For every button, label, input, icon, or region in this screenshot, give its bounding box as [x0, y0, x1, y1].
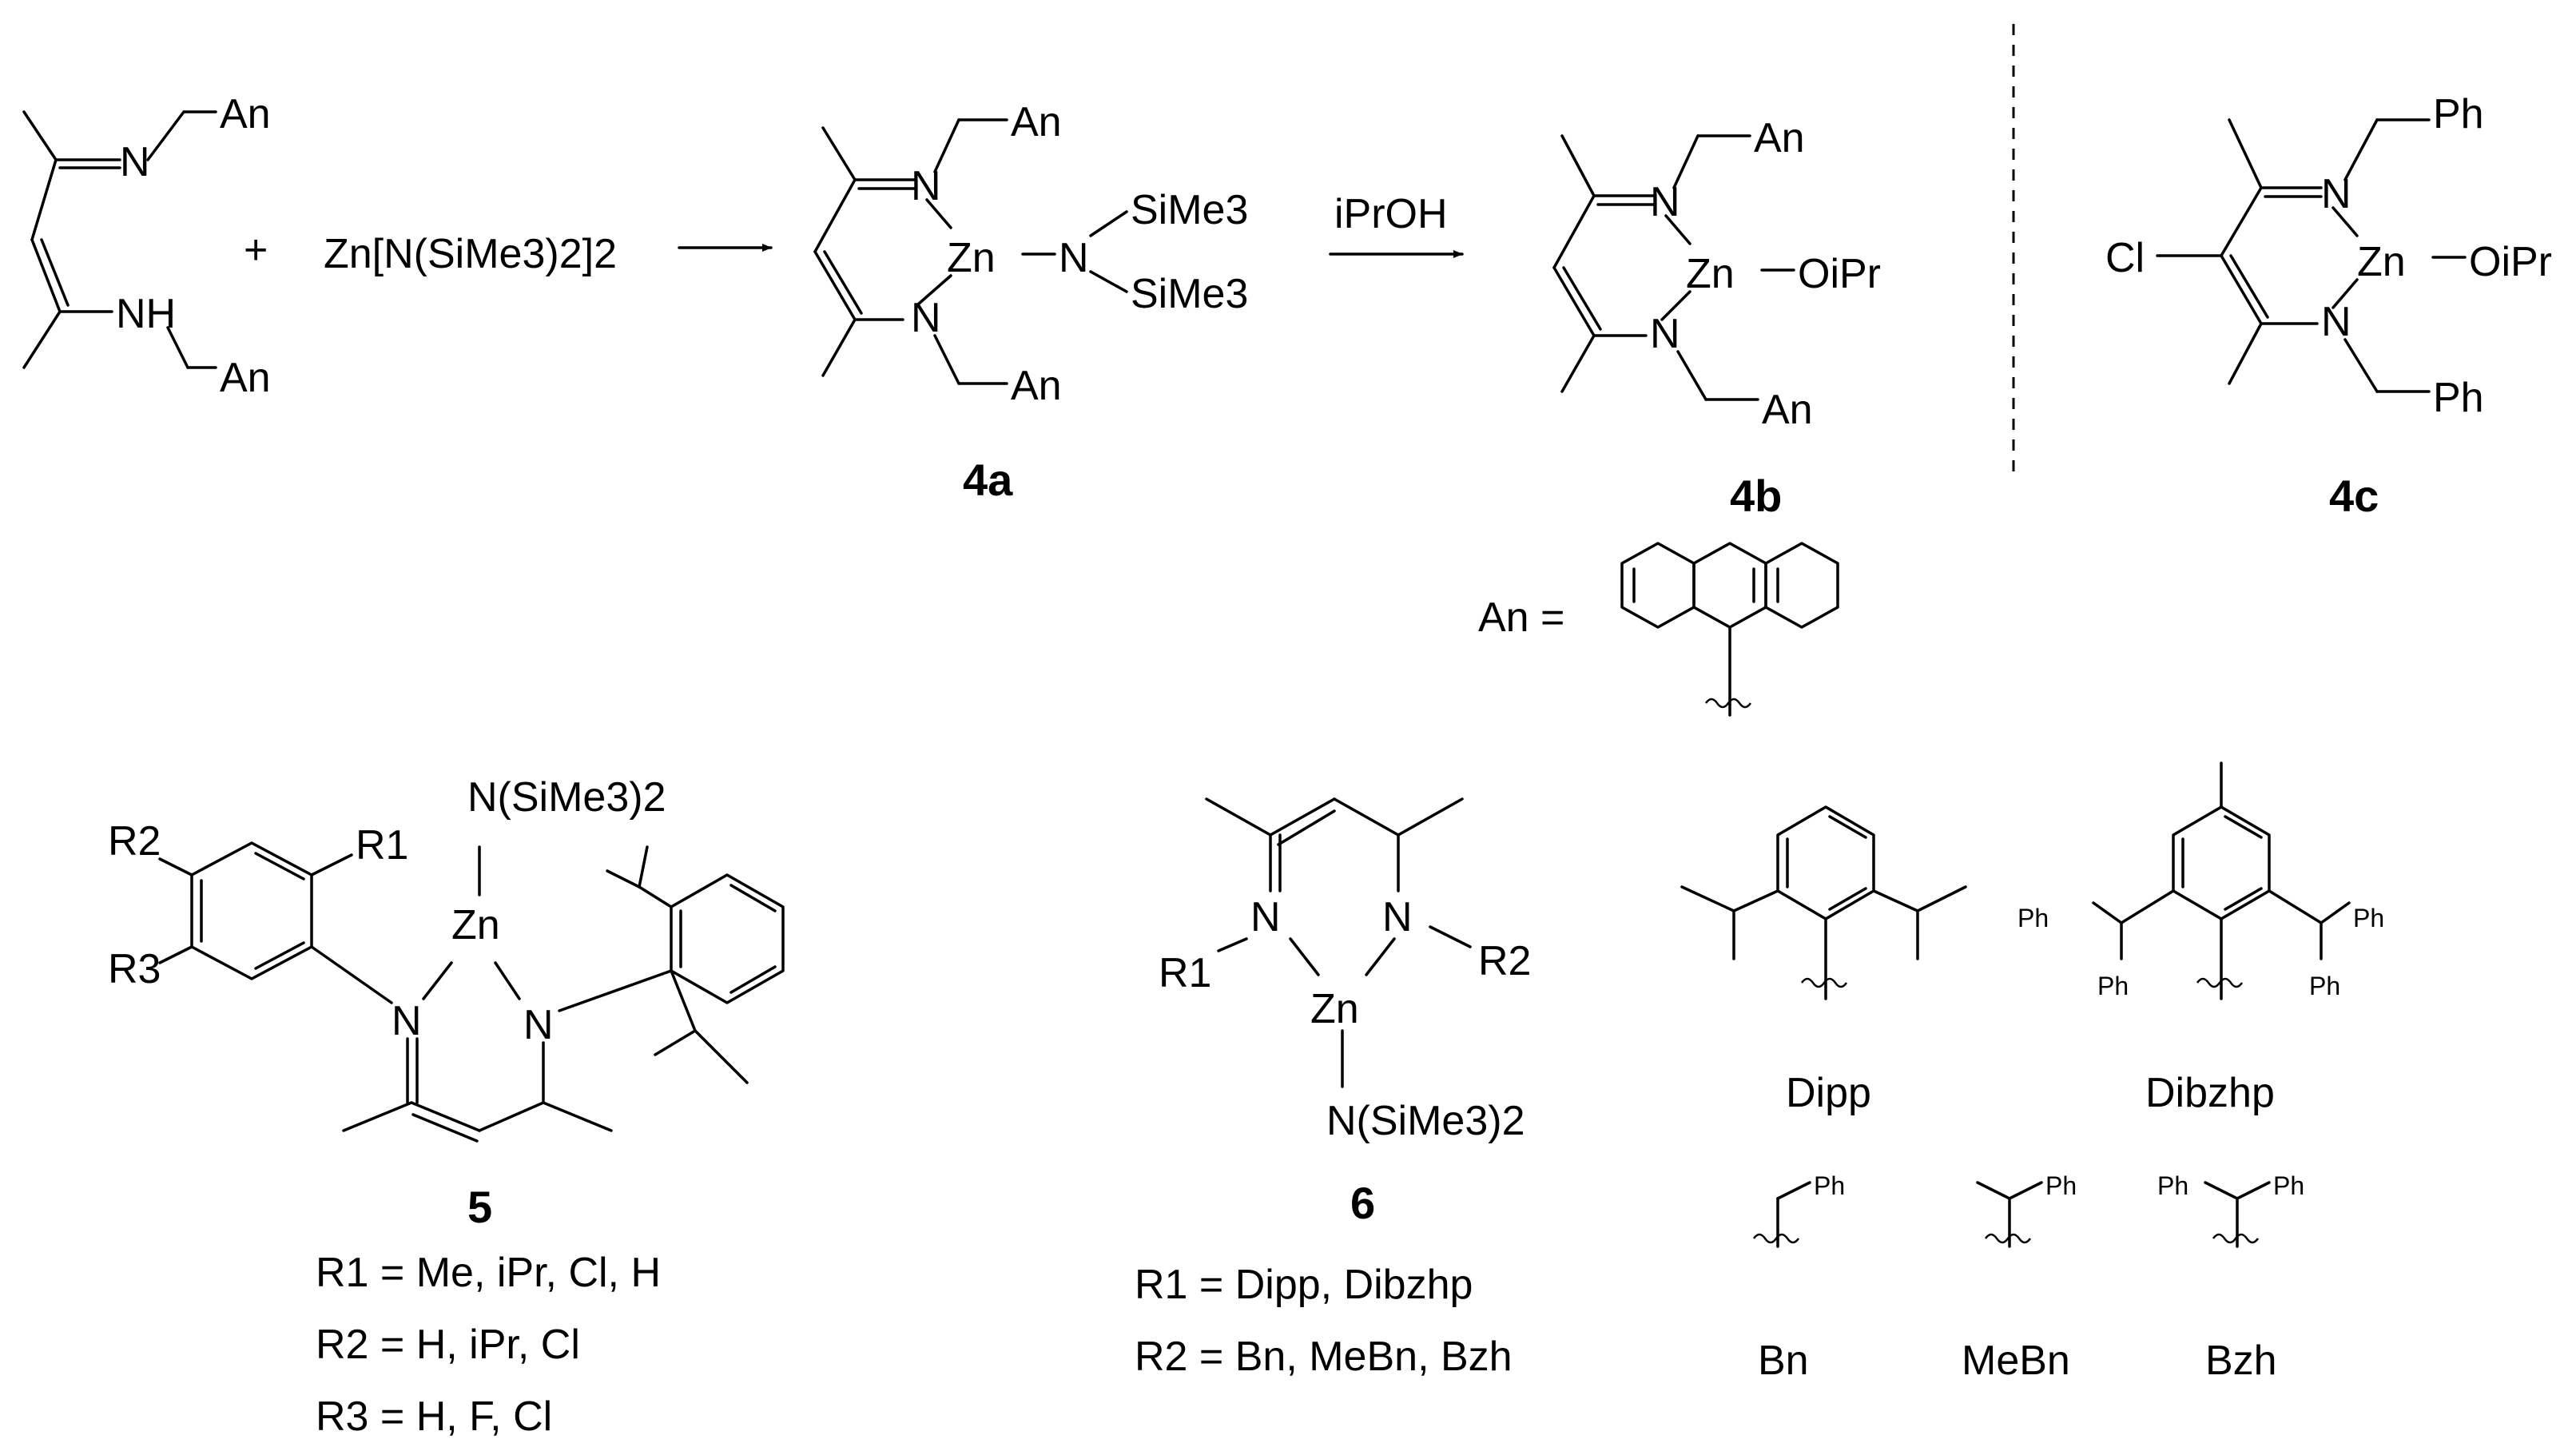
isopropoxide-label: OiPr [1798, 251, 1881, 297]
svg-text:N: N [2321, 171, 2351, 217]
svg-text:An: An [1762, 387, 1813, 433]
phenyl-label: Ph [2097, 972, 2129, 1000]
attachment-wavy-bond [2212, 1233, 2260, 1244]
compound-label-5: 5 [467, 1182, 492, 1232]
r1-definition-6: R1 = Dipp, Dibzhp [1135, 1262, 1473, 1308]
compound-label-4a: 4a [963, 455, 1013, 505]
plus-sign: + [244, 227, 268, 273]
svg-text:N: N [1650, 311, 1680, 357]
bzh-group: Ph Ph Bzh [2157, 1171, 2304, 1384]
compound-label-4c: 4c [2329, 471, 2379, 521]
svg-text:Zn: Zn [451, 902, 500, 948]
compound-4c: N N Zn OiPr Cl Ph Ph 4c [2105, 91, 2552, 521]
r3-label: R3 [108, 946, 161, 992]
bn-group: Ph Bn [1752, 1171, 1845, 1384]
phenyl-label: Ph [2309, 972, 2340, 1000]
svg-text:An: An [1754, 115, 1805, 161]
anthracene-definition: An = [1478, 542, 1839, 717]
phenyl-label: Ph [2045, 1171, 2077, 1200]
compound-label-6: 6 [1350, 1178, 1375, 1228]
attachment-wavy-bond [1704, 698, 1752, 709]
attachment-wavy-bond [1800, 977, 1848, 988]
svg-text:N: N [911, 163, 941, 209]
chloro-label: Cl [2105, 235, 2145, 281]
svg-text:OiPr: OiPr [2469, 239, 2552, 285]
phenyl-label: Ph [2157, 1171, 2188, 1200]
dibzhp-group: Ph Ph Ph Ph Dibzhp [2017, 761, 2384, 1116]
compound-5: N(SiMe3)2 Zn N N R1 R2 R3 5 R1 = Me, iPr… [108, 774, 785, 1440]
r3-definition-5: R3 = H, F, Cl [316, 1393, 552, 1440]
svg-text:Zn: Zn [1310, 986, 1359, 1032]
compound-4a: N N Zn N SiMe3 SiMe3 An An 4a [813, 99, 1248, 505]
r1-label: R1 [356, 822, 408, 869]
r2-definition-6: R2 = Bn, MeBn, Bzh [1135, 1334, 1513, 1380]
trimethylsilyl-label: SiMe3 [1131, 187, 1248, 233]
r1-definition-5: R1 = Me, iPr, Cl, H [316, 1250, 661, 1296]
trimethylsilyl-label: SiMe3 [1131, 271, 1248, 317]
bzh-label: Bzh [2205, 1338, 2277, 1384]
attachment-wavy-bond [2196, 977, 2244, 988]
bn-label: Bn [1758, 1338, 1809, 1384]
attachment-wavy-bond [1984, 1233, 2032, 1244]
svg-text:N: N [523, 1002, 554, 1048]
atom-NH: NH [116, 291, 176, 337]
an-definition-label: An = [1478, 594, 1564, 641]
svg-text:N: N [911, 295, 941, 341]
an-label: An [220, 91, 271, 137]
compound-4b: N N Zn OiPr An An 4b [1552, 115, 1881, 521]
zinc-atom: Zn [947, 235, 996, 281]
reagent-zn-amide: Zn[N(SiMe3)2]2 [324, 231, 617, 277]
atom-N: N [120, 139, 150, 185]
svg-text:N: N [392, 998, 422, 1044]
svg-text:Zn: Zn [1686, 251, 1735, 297]
ligand-precursor: N NH An An [22, 91, 271, 401]
attachment-wavy-bond [1752, 1233, 1800, 1244]
reagent-ipr-oh: iPrOH [1334, 191, 1448, 237]
phenyl-label: Ph [2273, 1171, 2304, 1200]
svg-text:An: An [1011, 99, 1062, 145]
phenyl-label: Ph [2353, 904, 2384, 932]
svg-text:Zn: Zn [2357, 239, 2406, 285]
svg-text:N: N [1650, 179, 1680, 225]
svg-text:N: N [1059, 235, 1089, 281]
compound-6: N N Zn R1 R2 N(SiMe3)2 6 R1 = Dipp, Dibz… [1135, 797, 1531, 1380]
dipp-group: Dipp [1680, 805, 1967, 1116]
dipp-label: Dipp [1786, 1070, 1871, 1116]
r2-label: R2 [1478, 938, 1531, 984]
bis-trimethylsilylamide-label: N(SiMe3)2 [467, 774, 666, 821]
phenyl-label: Ph [2433, 91, 2484, 137]
phenyl-label: Ph [2017, 904, 2049, 932]
mebn-group: Ph MeBn [1962, 1171, 2077, 1384]
r2-definition-5: R2 = H, iPr, Cl [316, 1322, 580, 1368]
r1-label: R1 [1159, 950, 1211, 996]
mebn-label: MeBn [1962, 1338, 2070, 1384]
r2-label: R2 [108, 818, 161, 865]
dibzhp-label: Dibzhp [2145, 1070, 2275, 1116]
an-label: An [220, 355, 271, 401]
svg-text:N: N [2321, 299, 2351, 345]
phenyl-label: Ph [1814, 1171, 1845, 1200]
compound-label-4b: 4b [1730, 471, 1782, 521]
svg-text:N: N [1250, 894, 1281, 940]
bis-trimethylsilylamide-label: N(SiMe3)2 [1326, 1098, 1525, 1144]
svg-text:N: N [1382, 894, 1413, 940]
svg-text:An: An [1011, 363, 1062, 409]
phenyl-label: Ph [2433, 375, 2484, 421]
